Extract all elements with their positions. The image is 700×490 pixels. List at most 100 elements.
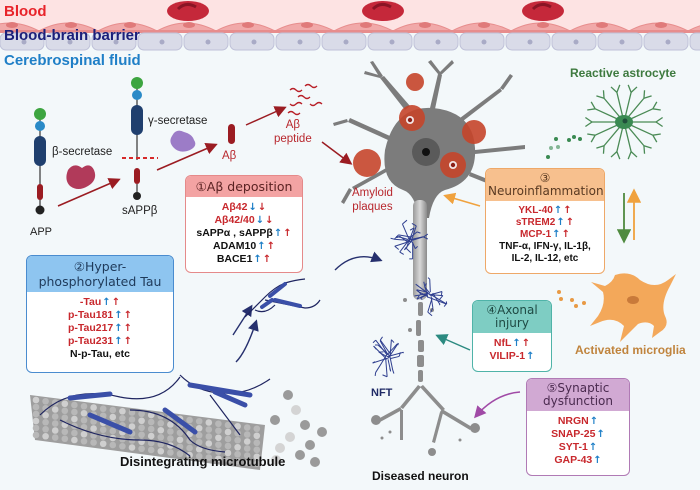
box-axonal-title: ④Axonal injury (473, 301, 551, 333)
increase-arrow-icon: ↑ (521, 338, 531, 349)
biomarker-name: -Tau (79, 296, 102, 308)
red-blood-cells (167, 1, 564, 21)
increase-arrow-icon: ↑ (114, 323, 123, 334)
endothelial-cells (0, 22, 700, 32)
increase-arrow-icon: ↑ (257, 241, 266, 252)
diseased-neuron-label: Diseased neuron (372, 469, 469, 483)
biomarker-row: sAPPα , sAPPβ↑↑ (188, 227, 300, 240)
tubulin-dimer (270, 415, 280, 425)
increase-arrow-icon: ↑ (114, 336, 123, 347)
beta-secretase-label: β-secretase (52, 146, 113, 158)
biomarker-name: sAPPα , sAPPβ (196, 227, 273, 239)
tubulin-dimer (283, 390, 293, 400)
box-neuroinflammation: ③ Neuroinflammation YKL-40↑↑sTREM2↑↑MCP-… (485, 168, 605, 274)
biomarker-row: Aβ42↓↓ (188, 201, 300, 214)
biomarker-row: YKL-40↑↑ (488, 205, 602, 217)
biomarker-row: N-p-Tau, etc (29, 348, 171, 361)
tubulin-dimer (291, 405, 301, 415)
decrease-arrow-icon: ↓ (248, 202, 257, 213)
abeta-fragment (228, 124, 235, 144)
increase-arrow-icon: ↑ (593, 455, 602, 466)
box-tau-title: ②Hyper- phosphorylated Tau (27, 256, 173, 292)
endothelial-cell (687, 25, 700, 32)
biomarker-name: p-Tau217 (67, 322, 114, 334)
microtubule (30, 374, 327, 470)
abeta-peptide-squiggles (287, 83, 323, 116)
biomarker-name: GAP-43 (554, 454, 593, 466)
biomarker-row: SNAP-25↑ (529, 428, 627, 441)
microtubule-label: Disintegrating microtubule (120, 454, 286, 469)
box-synaptic: ⑤Synaptic dysfunction NRGN↑SNAP-25↑SYT-1… (526, 378, 630, 476)
increase-arrow-icon: ↑ (565, 217, 575, 228)
biomarker-name: NRGN (557, 415, 589, 427)
increase-arrow-icon: ↑ (283, 228, 292, 239)
barrier-illustration (0, 0, 700, 51)
tubulin-dimer (310, 457, 320, 467)
biomarker-row: p-Tau217↑↑ (29, 322, 171, 335)
activated-microglia-label: Activated microglia (575, 343, 686, 357)
biomarker-name: YKL-40 (518, 205, 553, 216)
increase-arrow-icon: ↑ (123, 336, 133, 347)
decrease-arrow-icon: ↓ (255, 215, 265, 226)
increase-arrow-icon: ↑ (102, 297, 111, 308)
biomarker-name: N-p-Tau, etc (70, 348, 130, 360)
increase-arrow-icon: ↑ (123, 323, 133, 334)
increase-arrow-icon: ↑ (111, 297, 121, 308)
biomarker-name: Aβ42 (221, 201, 248, 213)
biomarker-row: GAP-43↑ (529, 454, 627, 467)
increase-arrow-icon: ↑ (273, 228, 283, 239)
biomarker-row: sTREM2↑↑ (488, 217, 602, 229)
sappb-label: sAPPβ (122, 205, 158, 217)
biomarker-row: Aβ42/40↓↓ (188, 214, 300, 227)
box-ab-deposition-title: ①Aβ deposition (186, 176, 302, 197)
reactive-astrocyte-label: Reactive astrocyte (570, 66, 677, 80)
biomarker-row: IL-2, IL-12, etc (488, 253, 602, 265)
biomarker-name: SYT-1 (558, 441, 588, 453)
biomarker-name: Aβ42/40 (214, 214, 255, 226)
increase-arrow-icon: ↑ (553, 205, 563, 216)
biomarker-name: sTREM2 (515, 217, 556, 228)
biomarker-row: BACE1↑↑ (188, 253, 300, 266)
increase-arrow-icon: ↑ (588, 442, 598, 453)
biomarker-row: -Tau↑↑ (29, 296, 171, 309)
tubulin-dimer (305, 440, 315, 450)
blood-label: Blood (4, 3, 47, 20)
csf-label: Cerebrospinal fluid (4, 52, 141, 69)
increase-arrow-icon: ↑ (123, 310, 133, 321)
increase-arrow-icon: ↑ (589, 416, 599, 427)
app-protein (34, 108, 46, 215)
gamma-secretase-label: γ-secretase (148, 115, 208, 127)
biomarker-name: IL-2, IL-12, etc (511, 253, 579, 264)
biomarker-row: p-Tau181↑↑ (29, 309, 171, 322)
red-blood-cell (522, 1, 564, 21)
increase-arrow-icon: ↑ (262, 254, 272, 265)
biomarker-name: SNAP-25 (551, 428, 596, 440)
bbb-label: Blood-brain barrier (4, 27, 140, 44)
biomarker-row: MCP-1↑↑ (488, 229, 602, 241)
beta-secretase-enzyme (66, 165, 96, 189)
box-ab-deposition: ①Aβ deposition Aβ42↓↓Aβ42/40↓↓sAPPα , sA… (185, 175, 303, 273)
biomarker-name: VILIP-1 (489, 350, 526, 362)
tubulin-dimer (317, 427, 327, 437)
biomarker-row: p-Tau231↑↑ (29, 335, 171, 348)
increase-arrow-icon: ↑ (266, 241, 275, 252)
box-ab-deposition-body: Aβ42↓↓Aβ42/40↓↓sAPPα , sAPPβ↑↑ADAM10↑↑BA… (186, 197, 302, 270)
abeta-peptide-label: Aβ peptide (274, 119, 312, 145)
biomarker-name: TNF-α, IFN-γ, IL-1β, (499, 241, 591, 252)
tubulin-dimer (285, 432, 295, 442)
activated-microglia (590, 273, 676, 342)
increase-arrow-icon: ↑ (512, 338, 521, 349)
biomarker-name: p-Tau231 (67, 335, 114, 347)
biomarker-name: MCP-1 (520, 229, 552, 240)
sappb-ectodomain (122, 77, 158, 200)
nft-label: NFT (371, 387, 393, 399)
biomarker-row: SYT-1↑ (529, 441, 627, 454)
abeta-label: Aβ (222, 150, 237, 162)
gamma-secretase-enzyme (170, 130, 196, 152)
box-axonal-body: NfL↑↑VILIP-1↑ (473, 333, 551, 367)
biomarker-row: NfL↑↑ (475, 337, 549, 350)
box-tau-body: -Tau↑↑p-Tau181↑↑p-Tau217↑↑p-Tau231↑↑N-p-… (27, 292, 173, 365)
barrier-cell (689, 32, 700, 51)
tubulin-dimer (271, 455, 281, 465)
